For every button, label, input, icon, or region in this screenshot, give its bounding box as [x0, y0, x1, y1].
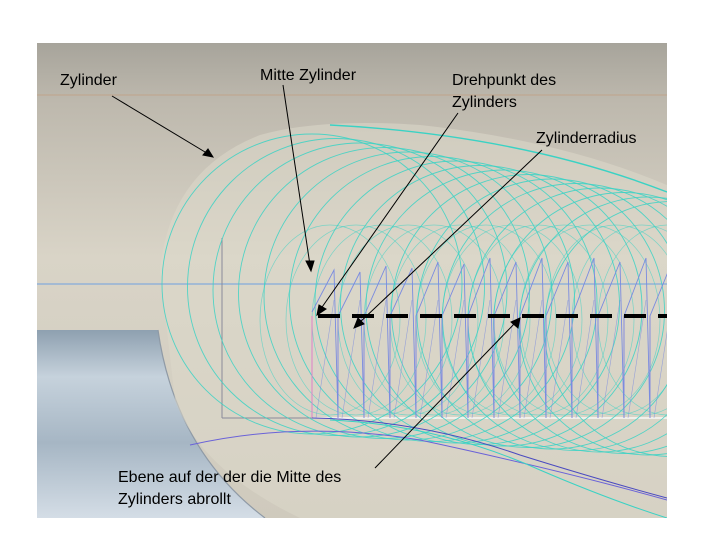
diagram-stage: Zylinder Mitte Zylinder Drehpunkt des Zy…	[0, 0, 720, 540]
diagram-canvas	[0, 0, 720, 540]
